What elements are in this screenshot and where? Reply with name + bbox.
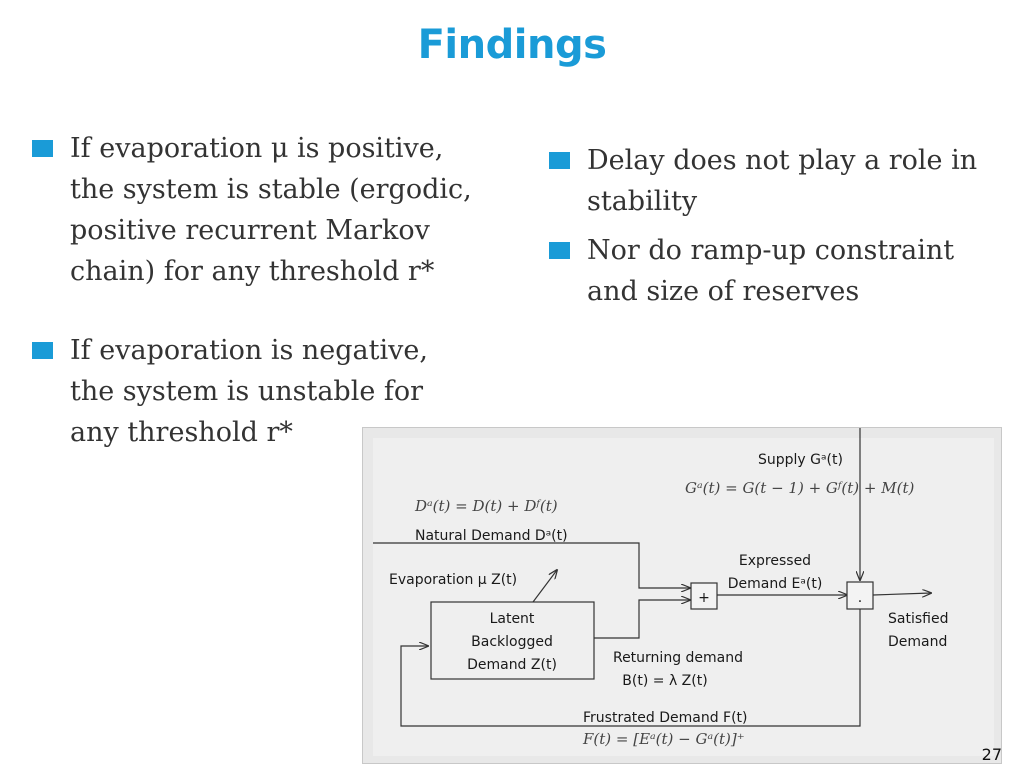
bullet-item: Nor do ramp-up constraint and size of re… — [549, 230, 1009, 312]
evaporation-label: Evaporation μ Z(t) — [389, 572, 517, 588]
latent-demand-label: Backlogged — [471, 634, 553, 650]
natural-demand-arrow — [373, 542, 690, 588]
bullet-text-line: Delay does not play a role in — [587, 145, 978, 176]
latent-demand-label: Demand Z(t) — [467, 657, 557, 673]
bullet-text-line: Nor do ramp-up constraint — [587, 235, 955, 266]
satisfied-demand-label: Satisfied — [888, 611, 948, 627]
supply-equation: Gᵃ(t) = G(t − 1) + Gᶠ(t) + M(t) — [685, 479, 914, 497]
square-bullet-icon — [32, 140, 53, 157]
slide-title: Findings — [417, 22, 607, 68]
bullet-text-line: the system is stable (ergodic, — [70, 174, 472, 205]
left-bullet-list: If evaporation μ is positive, the system… — [32, 128, 512, 453]
returning-demand-label: Returning demand — [613, 650, 743, 666]
page-number: 27 — [981, 745, 1002, 764]
frustrated-demand-arrow — [400, 609, 861, 727]
bullet-text-line: positive recurrent Markov — [70, 215, 430, 246]
bullet-item: If evaporation is negative, the system i… — [32, 330, 512, 453]
satisfied-demand-label: Demand — [888, 634, 947, 650]
right-bullet-list: Delay does not play a role in stability … — [549, 140, 1009, 312]
product-symbol: . — [858, 590, 862, 606]
square-bullet-icon — [549, 152, 570, 169]
sum-node-box — [690, 582, 718, 610]
returning-demand-arrow — [594, 600, 690, 639]
demand-equation: Dᵃ(t) = D(t) + Dᶠ(t) — [414, 497, 558, 515]
satisfied-demand-arrow — [872, 593, 931, 595]
bullet-text-line: and size of reserves — [587, 276, 860, 307]
returning-demand-label: B(t) = λ Z(t) — [622, 673, 707, 689]
bullet-item: If evaporation μ is positive, the system… — [32, 128, 512, 292]
bullet-text-line: stability — [587, 186, 698, 217]
frustrated-demand-label: Frustrated Demand F(t) — [583, 710, 748, 726]
evaporation-arrow — [532, 570, 557, 603]
supply-label: Supply Gᵃ(t) — [758, 452, 843, 468]
demand-flow-diagram: + . Supply Gᵃ(t) Gᵃ(t) = G(t − 1) + Gᶠ(t… — [362, 427, 1002, 764]
latent-demand-label: Latent — [490, 611, 535, 627]
square-bullet-icon — [549, 242, 570, 259]
latent-demand-box — [430, 601, 595, 680]
natural-demand-label: Natural Demand Dᵃ(t) — [415, 528, 568, 544]
expressed-demand-label: Expressed — [739, 553, 811, 569]
bullet-item: Delay does not play a role in stability — [549, 140, 1009, 222]
bullet-text-line: If evaporation μ is positive, — [70, 133, 444, 164]
plus-symbol: + — [698, 590, 710, 606]
bullet-text-line: the system is unstable for — [70, 376, 424, 407]
frustrated-equation: F(t) = [Eᵃ(t) − Gᵃ(t)]⁺ — [582, 730, 745, 748]
bullet-text-line: If evaporation is negative, — [70, 335, 428, 366]
bullet-text-line: any threshold r* — [70, 417, 293, 448]
expressed-demand-label: Demand Eᵃ(t) — [728, 576, 823, 592]
square-bullet-icon — [32, 342, 53, 359]
bullet-text-line: chain) for any threshold r* — [70, 256, 435, 287]
product-node-box — [846, 581, 874, 610]
